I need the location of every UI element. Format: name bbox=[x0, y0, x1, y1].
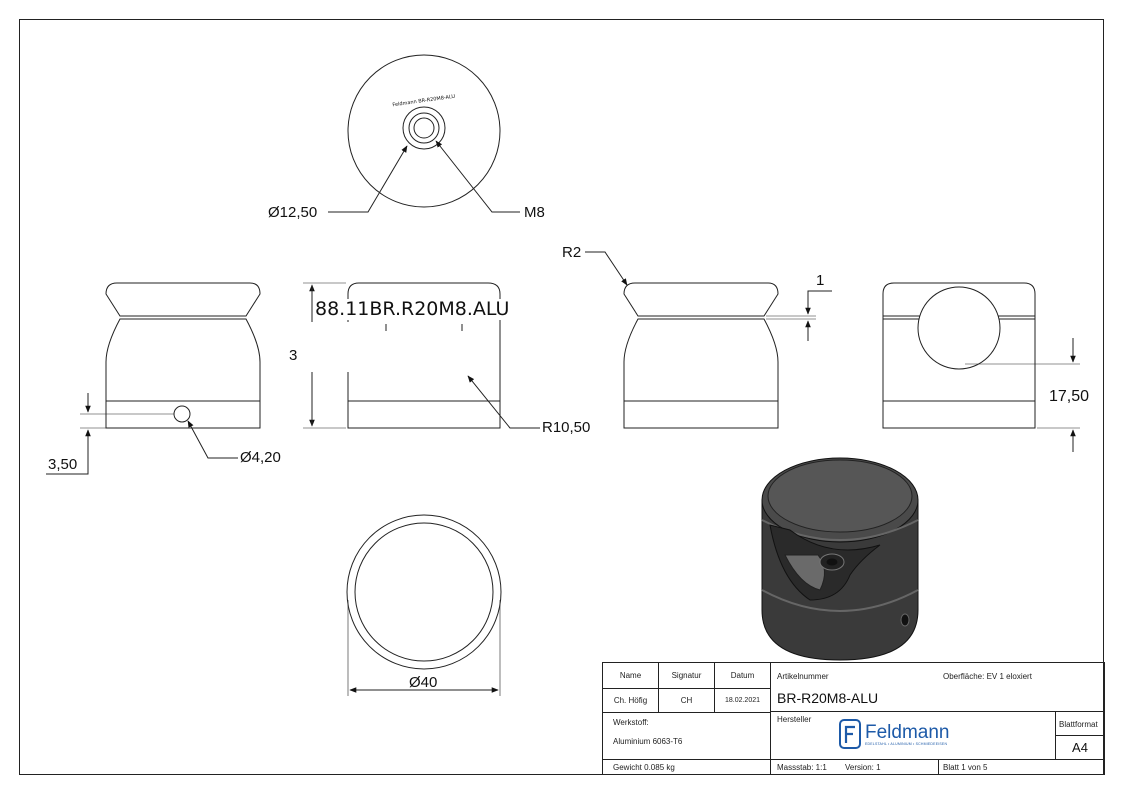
cell-text: Signatur bbox=[671, 671, 702, 680]
feldmann-logo-icon bbox=[839, 719, 861, 749]
engraving-text: Feldmann BR-R20M8-ALU bbox=[392, 94, 456, 109]
blattformat-header: Blattformat bbox=[1059, 720, 1098, 729]
title-block: Name Signatur Datum Artikelnummer Oberfl… bbox=[602, 662, 1105, 775]
oberflaeche: Oberfläche: EV 1 eloxiert bbox=[943, 672, 1032, 681]
blatt: Blatt 1 von 5 bbox=[943, 763, 988, 772]
artikel-header: Artikelnummer bbox=[777, 672, 829, 681]
version: Version: 1 bbox=[845, 763, 881, 772]
front-view-left bbox=[46, 282, 261, 475]
datum-value: 18.02.2021 bbox=[714, 688, 771, 713]
dim-diameter-40: Ø40 bbox=[409, 675, 437, 690]
gewicht: Gewicht 0.085 kg bbox=[613, 763, 675, 772]
blattformat-value: A4 bbox=[1055, 735, 1105, 760]
werkstoff-header: Werkstoff: bbox=[613, 718, 649, 727]
dim-partial-38: 3 bbox=[289, 347, 298, 364]
dim-diameter-1250: Ø12,50 bbox=[268, 205, 317, 220]
cell-text: Name bbox=[619, 671, 642, 680]
artikel-cell: Artikelnummer Oberfläche: EV 1 eloxiert … bbox=[770, 662, 1105, 712]
footer-cell: Massstab: 1:1 Version: 1 Blatt 1 von 5 bbox=[770, 759, 1105, 775]
diameter-symbol-icon: Ø bbox=[240, 449, 252, 466]
signatur-header: Signatur bbox=[658, 662, 715, 689]
dim-r1050: R10,50 bbox=[542, 419, 591, 436]
artikel-number: BR-R20M8-ALU bbox=[777, 690, 879, 706]
datum-header: Datum bbox=[714, 662, 771, 689]
dim-r2: R2 bbox=[562, 244, 582, 261]
right-view bbox=[882, 282, 1080, 452]
werkstoff-value: Aluminium 6063-T6 bbox=[613, 737, 683, 746]
isometric-view bbox=[761, 457, 919, 661]
dim-value: 4,20 bbox=[251, 449, 281, 466]
diameter-symbol-icon: Ø bbox=[409, 674, 421, 691]
dim-value: 40 bbox=[420, 674, 438, 691]
gewicht-cell: Gewicht 0.085 kg bbox=[602, 759, 771, 775]
bottom-view bbox=[346, 514, 502, 696]
logo-name: Feldmann bbox=[865, 721, 950, 743]
dim-diameter-420: Ø4,20 bbox=[240, 450, 281, 465]
drawing-frame bbox=[19, 19, 1104, 775]
top-view: Feldmann BR-R20M8-ALU bbox=[328, 54, 520, 213]
dim-value: 12,50 bbox=[279, 204, 318, 221]
side-view bbox=[585, 251, 832, 429]
signatur-value: CH bbox=[658, 688, 715, 713]
massstab: Massstab: 1:1 bbox=[777, 763, 827, 772]
cell-text: 18.02.2021 bbox=[724, 697, 761, 704]
logo-tagline: EDELSTAHL • ALUMINIUM • SCHMIEDEEISEN bbox=[865, 741, 948, 746]
dim-m8: M8 bbox=[524, 204, 545, 221]
dim-350: 3,50 bbox=[48, 456, 78, 473]
cell-text: A4 bbox=[1072, 740, 1088, 755]
overlay-mask bbox=[300, 322, 498, 372]
blattformat-header-cell: Blattformat bbox=[1055, 711, 1105, 736]
dim-1: 1 bbox=[816, 272, 825, 289]
werkstoff-cell: Werkstoff: Aluminium 6063-T6 bbox=[602, 712, 771, 760]
hersteller-cell: Hersteller Feldmann EDELSTAHL • ALUMINIU… bbox=[770, 711, 1056, 760]
name-header: Name bbox=[602, 662, 659, 689]
feldmann-logo: Feldmann EDELSTAHL • ALUMINIUM • SCHMIED… bbox=[839, 719, 950, 749]
diameter-symbol-icon: Ø bbox=[268, 204, 280, 221]
cell-text: CH bbox=[680, 696, 693, 705]
footer-divider bbox=[938, 759, 939, 775]
part-number-overlay: 88.11BR.R20M8.ALU bbox=[313, 298, 512, 320]
cell-text: Datum bbox=[730, 671, 755, 680]
cell-text: Ch. Höfig bbox=[613, 696, 648, 705]
dim-1750: 17,50 bbox=[1049, 388, 1090, 405]
hersteller-header: Hersteller bbox=[777, 715, 812, 724]
name-value: Ch. Höfig bbox=[602, 688, 659, 713]
